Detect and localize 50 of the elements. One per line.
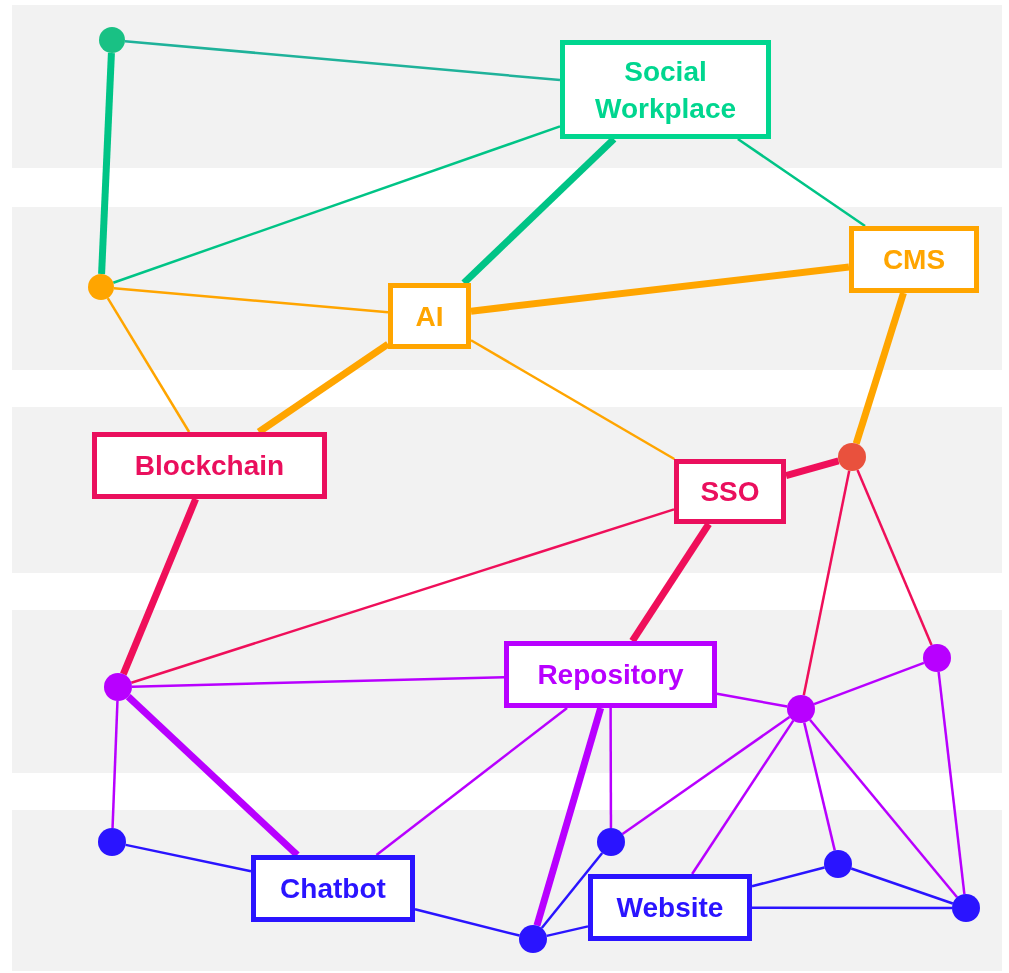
- connector-line: [130, 508, 675, 684]
- topic-label: CMS: [882, 243, 946, 277]
- connector-line: [106, 297, 191, 433]
- connector-line: [609, 708, 613, 828]
- connector-line: [803, 722, 836, 851]
- connector-line: [375, 707, 568, 856]
- connector-line: [546, 925, 589, 938]
- connector-line: [785, 457, 840, 480]
- connector-line: [111, 700, 119, 829]
- topic-box: [588, 874, 752, 941]
- connector-line: [470, 263, 850, 315]
- topic-box: [251, 855, 415, 922]
- connector-line: [802, 470, 851, 696]
- connector-line: [752, 906, 952, 910]
- connector-line: [751, 866, 825, 888]
- topic-box: [674, 459, 786, 524]
- topic-label: AI: [415, 299, 444, 334]
- connector-line: [98, 52, 115, 275]
- topic-box: [560, 40, 771, 139]
- connector-line: [621, 716, 791, 835]
- connector-line: [533, 707, 605, 927]
- connector-line: [813, 661, 925, 706]
- topic-box: [388, 283, 471, 349]
- topic-box: [504, 641, 717, 708]
- connector-line: [629, 522, 712, 643]
- connector-line: [808, 719, 959, 898]
- topic-box: [849, 226, 979, 293]
- topic-label: Social Workplace: [593, 54, 738, 126]
- connector-line: [716, 692, 788, 708]
- topic-box: [92, 432, 327, 499]
- topic-label: Blockchain: [134, 449, 285, 483]
- connector-line: [131, 675, 505, 688]
- connector-line: [414, 908, 520, 937]
- connector-line: [540, 852, 604, 929]
- connector-line: [856, 469, 933, 646]
- topic-label: SSO: [700, 475, 760, 509]
- topic-label: Website: [616, 891, 724, 925]
- topic-label: Repository: [537, 658, 684, 692]
- connector-line: [124, 39, 561, 82]
- connector-line: [850, 867, 954, 905]
- connector-line: [125, 843, 252, 873]
- connector-line: [112, 125, 561, 284]
- connector-line: [937, 671, 966, 895]
- topic-label: Chatbot: [280, 872, 386, 906]
- connector-line: [691, 720, 795, 875]
- connector-line: [120, 497, 199, 676]
- connector-line: [470, 339, 675, 461]
- connector-line: [737, 137, 866, 228]
- connector-line: [113, 286, 389, 314]
- connector-line: [852, 291, 907, 445]
